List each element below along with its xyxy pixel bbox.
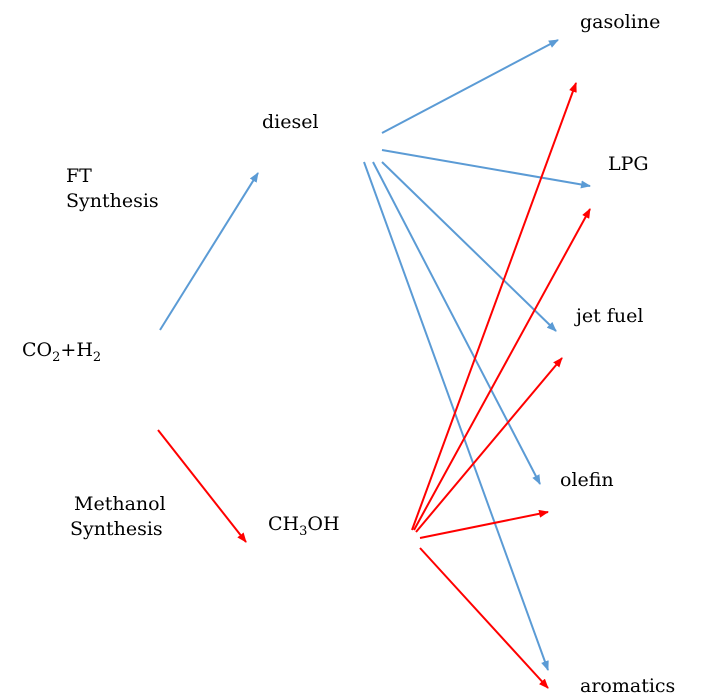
arrow-diesel-to-lpg xyxy=(381,149,591,189)
methanol-line1: Methanol xyxy=(74,493,166,515)
aromatics-label: aromatics xyxy=(580,675,676,697)
ft-line2: Synthesis xyxy=(66,190,159,212)
ft-line1: FT xyxy=(66,165,92,187)
jet-fuel-label: jet fuel xyxy=(576,305,644,327)
arrow-diesel-to-jet-fuel xyxy=(381,161,557,332)
arrow-ch3oh-to-gasoline xyxy=(411,82,577,531)
arrow-co2-h2-to-diesel xyxy=(159,172,259,331)
arrow-co2-h2-to-ch3oh xyxy=(157,429,247,543)
arrow-diesel-to-aromatics xyxy=(363,161,549,671)
arrow-ch3oh-to-jet-fuel xyxy=(415,357,563,533)
arrow-diesel-to-olefin xyxy=(372,161,541,485)
arrow-ch3oh-to-aromatics xyxy=(419,547,549,689)
olefin-label: olefin xyxy=(560,469,614,491)
methanol-line2: Synthesis xyxy=(70,518,163,540)
methanol-synthesis-label: Methanol Synthesis xyxy=(70,492,166,542)
gasoline-label: gasoline xyxy=(580,11,661,33)
arrow-diesel-to-gasoline xyxy=(381,39,559,134)
lpg-label: LPG xyxy=(608,153,649,175)
ch3oh-label: CH3OH xyxy=(268,513,340,539)
ft-synthesis-label: FT Synthesis xyxy=(66,164,159,214)
diesel-label: diesel xyxy=(262,111,319,133)
arrow-ch3oh-to-lpg xyxy=(413,208,591,531)
arrow-ch3oh-to-olefin xyxy=(419,509,549,539)
co2-h2-label: CO2+H2 xyxy=(22,339,102,365)
